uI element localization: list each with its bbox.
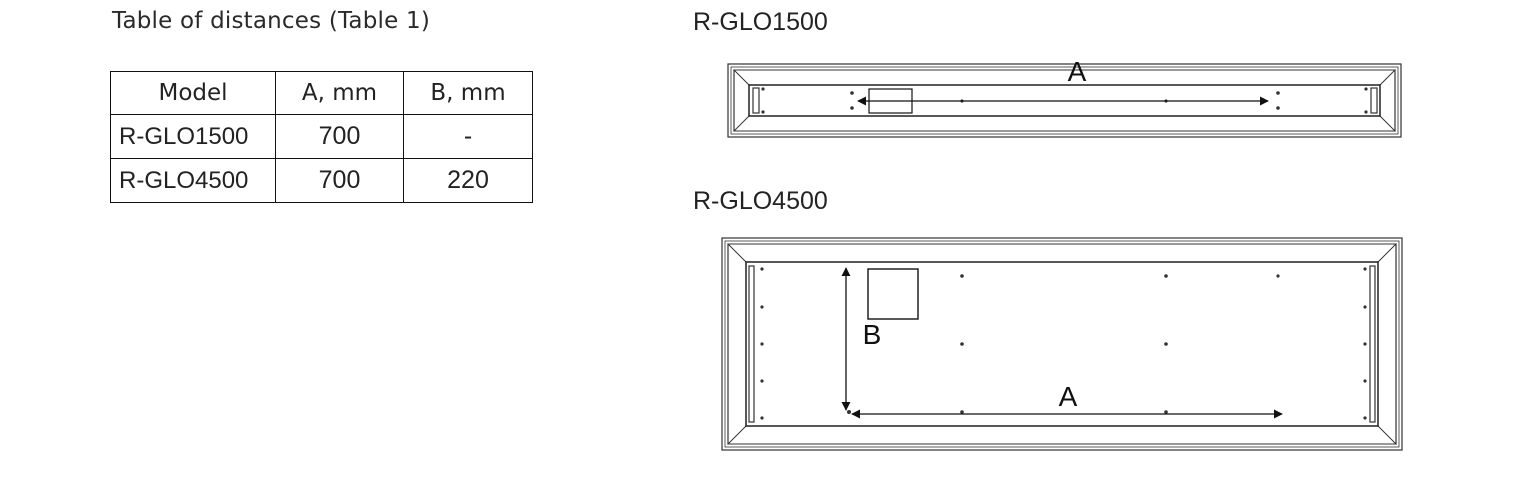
table-title: Table of distances (Table 1) <box>112 8 430 34</box>
cell-b: - <box>403 114 533 159</box>
cell-a: 700 <box>275 158 404 203</box>
cell-model: R-GLO1500 <box>110 114 276 159</box>
diagram-label-r-glo4500: R-GLO4500 <box>693 187 828 215</box>
dimension-label-a-r-glo1500: A <box>1068 56 1087 87</box>
dimension-label-a-r-glo4500: A <box>1059 381 1078 412</box>
dimension-label-b-r-glo4500: B <box>863 319 882 350</box>
cell-b: 220 <box>403 158 533 203</box>
distances-table: Model A, mm B, mm R-GLO1500 700 - R-GLO4… <box>110 71 533 203</box>
column-header-model: Model <box>110 71 276 115</box>
column-header-b: B, mm <box>403 71 533 115</box>
table-row: R-GLO1500 700 - <box>110 114 533 159</box>
diagram-label-r-glo1500: R-GLO1500 <box>693 8 828 36</box>
table-row: R-GLO4500 700 220 <box>110 158 533 203</box>
panel-r-glo4500 <box>721 237 1403 451</box>
cell-a: 700 <box>275 114 404 159</box>
